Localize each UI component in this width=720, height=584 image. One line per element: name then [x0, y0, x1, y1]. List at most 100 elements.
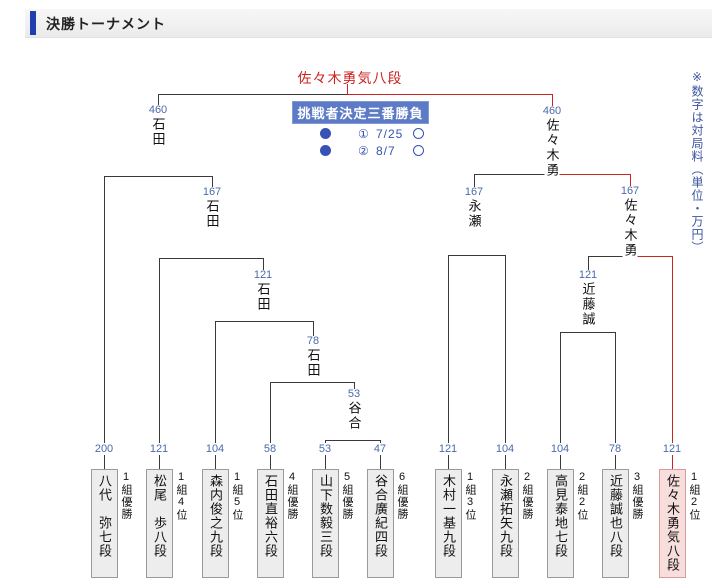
bracket-line: [325, 440, 326, 470]
winner-path-line: [347, 94, 552, 95]
winner-path-line: [672, 256, 673, 470]
player-name: 高見泰地七段: [553, 474, 568, 558]
header-accent-bar: [30, 11, 36, 35]
player-box-winner: 佐々木勇気八段: [659, 469, 686, 578]
winner-fee: 78: [305, 335, 321, 347]
player-qualification: 1組2位: [688, 471, 700, 521]
player-name: 永瀬拓矢九段: [498, 474, 513, 558]
game-row: ① 7/25: [320, 127, 430, 141]
winner-name: 石田: [204, 199, 220, 229]
player-box: 森内俊之九段: [202, 469, 229, 578]
player-fee: 200: [93, 443, 115, 455]
page-title: 決勝トーナメント: [46, 16, 166, 32]
winner-path-line: [630, 256, 673, 257]
bracket-line: [215, 321, 216, 470]
playoff-title: 挑戦者決定三番勝負: [297, 106, 424, 121]
game-date: 7/25: [376, 127, 404, 141]
bracket-line: [159, 258, 264, 259]
bracket-line: [588, 256, 631, 257]
player-name: 谷合廣紀四段: [373, 474, 388, 558]
winner-path-line: [630, 174, 631, 186]
player-box: 松尾 歩八段: [146, 469, 173, 578]
winner-fee: 121: [577, 269, 599, 281]
playoff-title-box: 挑戦者決定三番勝負: [292, 101, 429, 124]
header-bar: [25, 9, 712, 38]
bracket-line: [325, 440, 381, 441]
bracket-line: [158, 94, 347, 95]
winner-name: 佐々木勇: [622, 198, 638, 258]
bracket-line: [212, 176, 213, 187]
player-box: 山下数毅三段: [312, 469, 339, 578]
winner-path-line: [552, 94, 553, 106]
game-row: ② 8/7: [320, 144, 430, 158]
winner-fee: 121: [252, 269, 274, 281]
player-fee: 121: [437, 443, 459, 455]
bracket-line: [448, 255, 449, 470]
player-qualification: 5組優勝: [341, 471, 353, 520]
player-box: 高見泰地七段: [547, 469, 574, 578]
bracket-line: [474, 174, 475, 187]
loss-dot-icon: [413, 145, 424, 156]
player-box: 木村一基九段: [435, 469, 462, 578]
win-dot-icon: [320, 128, 331, 139]
winner-fee: 460: [147, 104, 169, 116]
bracket-line: [159, 258, 160, 470]
loss-dot-icon: [413, 128, 424, 139]
player-fee: 53: [317, 443, 333, 455]
player-qualification: 4組優勝: [286, 471, 298, 520]
win-dot-icon: [320, 145, 331, 156]
fee-note: ※数字は対局料（単位・万円）: [690, 70, 704, 254]
winner-name: 近藤誠: [580, 282, 596, 327]
bracket-line: [158, 94, 159, 105]
bracket-line: [615, 332, 616, 470]
winner-name: 石田: [255, 282, 271, 312]
bracket-line: [505, 255, 506, 470]
player-name: 佐々木勇気八段: [665, 474, 680, 572]
bracket-line: [560, 332, 616, 333]
player-fee: 47: [372, 443, 388, 455]
winner-name: 佐々木勇: [544, 118, 560, 178]
player-qualification: 2組2位: [576, 471, 588, 521]
player-qualification: 3組優勝: [631, 471, 643, 520]
player-name: 森内俊之九段: [208, 474, 223, 558]
game-number: ②: [358, 144, 369, 158]
player-name: 木村一基九段: [441, 474, 456, 558]
player-name: 八代 弥七段: [97, 474, 112, 558]
player-box: 永瀬拓矢九段: [492, 469, 519, 578]
player-fee: 58: [262, 443, 278, 455]
player-fee: 121: [148, 443, 170, 455]
bracket-line: [104, 176, 213, 177]
bracket-line: [104, 176, 105, 470]
bracket-line: [313, 321, 314, 336]
player-box: 石田直裕六段: [257, 469, 284, 578]
winner-name: 石田: [150, 117, 166, 147]
winner-name: 谷合: [346, 401, 362, 431]
player-qualification: 1組優勝: [120, 471, 132, 520]
winner-fee: 460: [541, 105, 563, 117]
winner-fee: 167: [463, 186, 485, 198]
player-qualification: 6組優勝: [396, 471, 408, 520]
player-fee: 78: [607, 443, 623, 455]
bracket-line: [354, 382, 355, 389]
player-name: 松尾 歩八段: [152, 474, 167, 558]
bracket-line: [270, 382, 355, 383]
player-box: 八代 弥七段: [91, 469, 118, 578]
player-box: 近藤誠也八段: [602, 469, 629, 578]
game-number: ①: [358, 127, 369, 141]
winner-fee: 167: [619, 185, 641, 197]
bracket-line: [588, 256, 589, 270]
player-qualification: 1組4位: [175, 471, 187, 521]
winner-path-line: [552, 174, 631, 175]
bracket-line: [270, 382, 271, 470]
bracket-line: [215, 321, 314, 322]
winner-name: 石田: [305, 348, 321, 378]
winner-fee: 53: [346, 388, 362, 400]
player-name: 石田直裕六段: [263, 474, 278, 558]
player-qualification: 1組3位: [464, 471, 476, 521]
bracket-line: [560, 332, 561, 470]
winner-fee: 167: [201, 186, 223, 198]
player-box: 谷合廣紀四段: [367, 469, 394, 578]
player-name: 近藤誠也八段: [608, 474, 623, 558]
bracket-line: [448, 255, 506, 256]
